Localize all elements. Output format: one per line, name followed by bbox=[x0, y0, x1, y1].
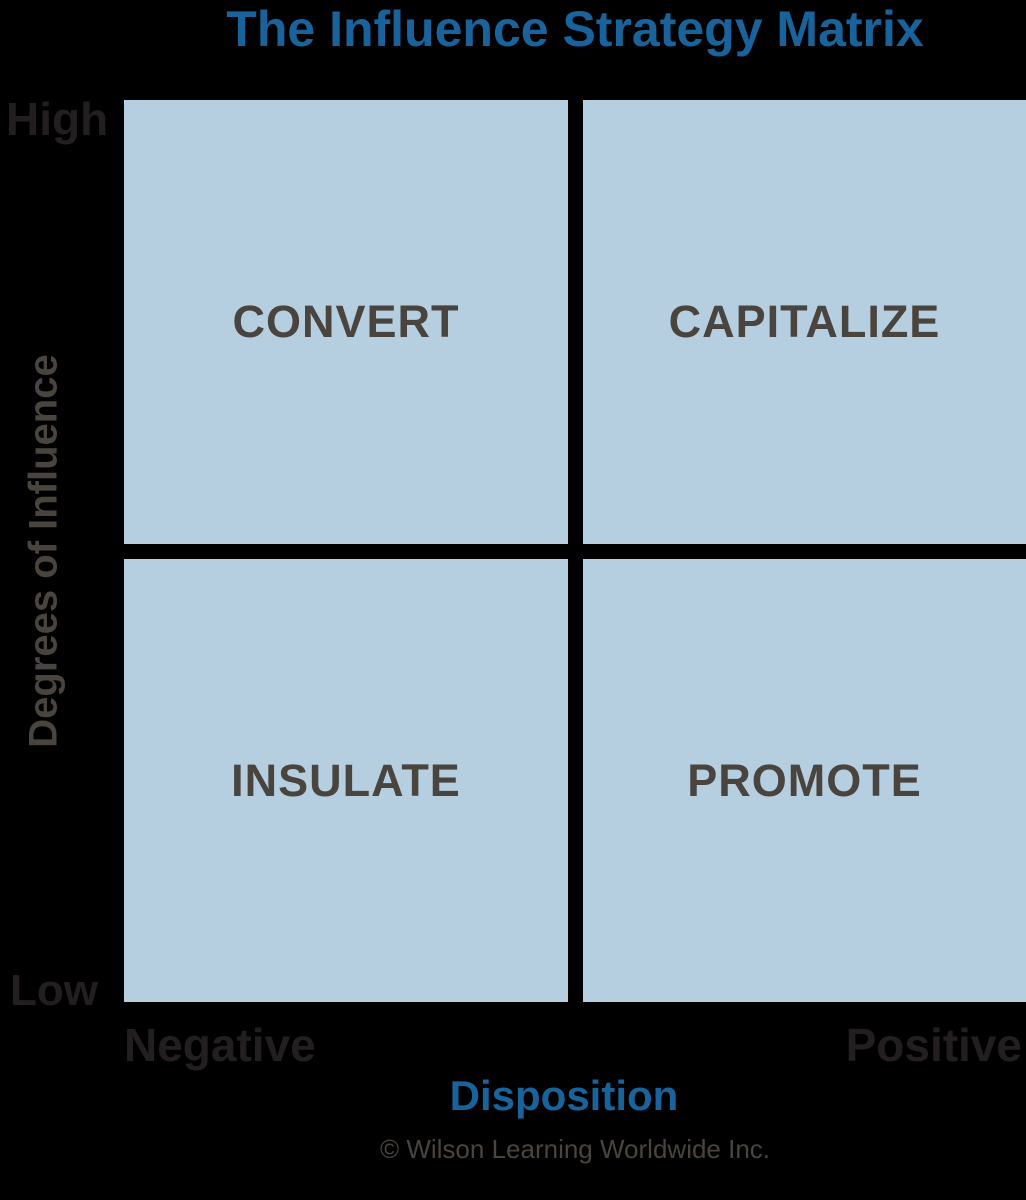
quadrant-insulate: INSULATE bbox=[124, 559, 568, 1002]
page-title: The Influence Strategy Matrix bbox=[226, 1, 924, 57]
quadrant-convert-label: CONVERT bbox=[232, 296, 460, 347]
quadrant-capitalize-label: CAPITALIZE bbox=[668, 296, 941, 347]
y-axis-high-label: High bbox=[6, 93, 109, 145]
matrix-grid: CONVERT CAPITALIZE INSULATE PROMOTE bbox=[124, 100, 1026, 1002]
x-axis-negative-label: Negative bbox=[124, 1019, 316, 1071]
copyright-text: © Wilson Learning Worldwide Inc. bbox=[379, 1134, 771, 1164]
y-axis-low-label: Low bbox=[10, 966, 98, 1015]
quadrant-promote-label: PROMOTE bbox=[687, 754, 922, 806]
x-axis-positive-label: Positive bbox=[845, 1019, 1022, 1071]
quadrant-insulate-label: INSULATE bbox=[231, 754, 461, 806]
x-axis-title: Disposition bbox=[449, 1072, 679, 1119]
quadrant-capitalize: CAPITALIZE bbox=[583, 100, 1026, 544]
quadrant-promote: PROMOTE bbox=[583, 559, 1026, 1002]
y-axis-title: Degrees of Influence bbox=[21, 354, 66, 748]
quadrant-convert: CONVERT bbox=[124, 100, 568, 544]
